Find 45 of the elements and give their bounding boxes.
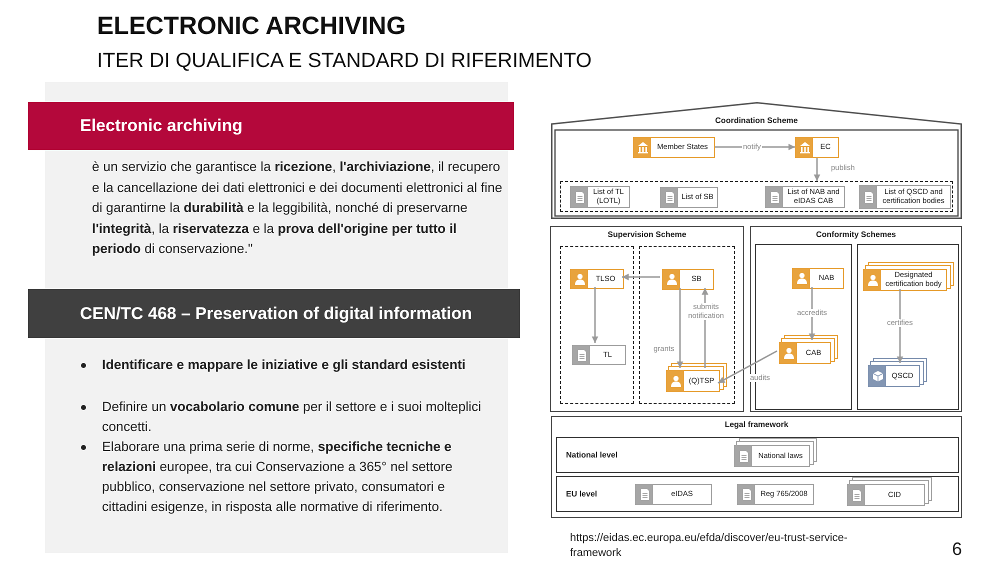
bullet-text: Identificare e mappare le iniziative e gli standard esistenti (102, 356, 467, 374)
bullet-text: Definire un vocabolario comune per il settore e i suoi molteplici concetti. (102, 398, 482, 436)
panel-title: Coordination Scheme (714, 116, 799, 125)
page-title: ELECTRONIC ARCHIVING (97, 12, 406, 41)
arrow (896, 289, 904, 363)
document-card (859, 185, 951, 209)
row-label: EU level (566, 490, 598, 498)
document-card (765, 186, 845, 208)
entity-card (662, 269, 714, 290)
entity-card (570, 269, 624, 289)
document-card (737, 484, 814, 505)
subtitle: ITER DI QUALIFICA E STANDARD DI RIFERIMENTO (97, 49, 593, 73)
level-row (556, 476, 959, 512)
arrow (814, 158, 820, 181)
document-card (572, 345, 626, 365)
panel-title: Supervision Scheme (606, 230, 688, 239)
entity-card (795, 137, 839, 158)
page-number: 6 (952, 539, 964, 560)
level-row (556, 437, 959, 473)
house-panel (551, 102, 962, 219)
group-box (857, 244, 959, 410)
section-band (28, 289, 520, 338)
arrow (676, 288, 684, 368)
document-card (570, 186, 630, 208)
panel-title: Conformity Schemes (814, 230, 898, 239)
document-card (660, 187, 718, 208)
entity-card (792, 268, 844, 289)
body-paragraph: è un servizio che garantisce la ricezione, l'archiviazione, il recupero e la cancellazione dei dati elettronici e dei documenti elettronici al fine di garantirne la durabilità e la leggibilità, nonché di preservarne l'integrità, la riservatezza e la prova dell'origine per tutto il periodo di conservazione." (92, 158, 504, 258)
document-card (635, 484, 712, 505)
arrow (718, 350, 778, 384)
row-label: National level (566, 450, 618, 460)
section-band (28, 102, 514, 150)
source-link: https://eidas.ec.europa.eu/efda/discover/eu-trust-service-framework (570, 531, 849, 561)
entity-card (633, 137, 715, 158)
band-heading: Electronic archiving (80, 116, 242, 136)
arrow (592, 287, 598, 343)
dashed-group-box (560, 181, 953, 212)
panel-title: Legal framework (724, 420, 790, 429)
scheme-panel (551, 416, 962, 518)
dashed-group-box (560, 246, 634, 404)
bullet-text: Elaborare una prima serie di norme, specifiche tecniche e relazioni europee, tra cui Conservazione a 365° nel settore pubblico, conservazione nel settore privato, consumatori e cittadini esigenze, in risposta alle normative di riferimento. (102, 438, 454, 516)
scheme-panel (750, 226, 962, 412)
band-heading: CEN/TC 468 – Preservation of digital information (80, 304, 472, 324)
arrow (622, 274, 660, 280)
scheme-panel (550, 226, 744, 412)
